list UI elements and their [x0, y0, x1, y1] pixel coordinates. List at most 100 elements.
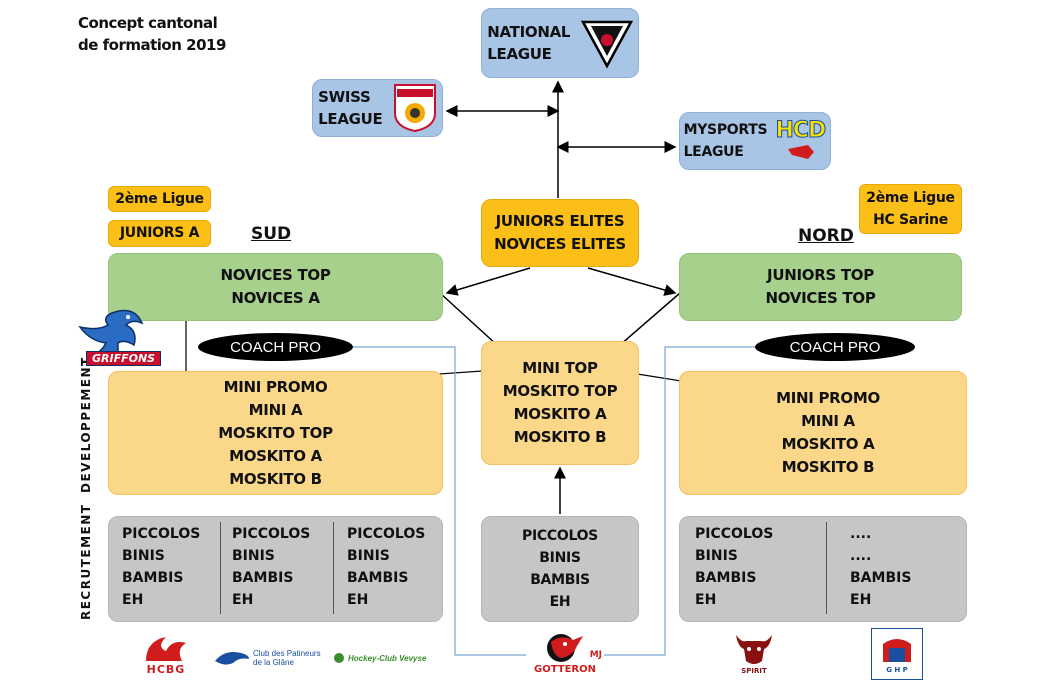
novices-elites-label: NOVICES ELITES [494, 235, 626, 253]
nord-green-box: JUNIORS TOP NOVICES TOP [679, 253, 962, 321]
sud-coach-pro-badge: COACH PRO [198, 333, 353, 361]
hcp-logo: G H P [871, 628, 923, 680]
glane-logo-line-1: Club des Patineurs [253, 649, 321, 658]
sud-moskito-top-label: MOSKITO TOP [218, 423, 333, 442]
centre-moskito-top-label: MOSKITO TOP [502, 382, 618, 400]
centre-eh: EH [549, 594, 571, 610]
nord-orange-box: MINI PROMO MINI A MOSKITO A MOSKITO B [679, 371, 967, 495]
griffon-icon [78, 309, 144, 365]
nord-col2-bambis: BAMBIS [850, 570, 912, 586]
gotteron-dragon-icon [547, 633, 583, 662]
nord-tag-2eme-ligue-label: 2ème Ligue [866, 190, 955, 206]
mysports-league-box: MYSPORTS LEAGUE HCD [679, 112, 831, 170]
national-league-logo [580, 20, 633, 69]
centre-mini-top-label: MINI TOP [522, 359, 598, 377]
nord-col1-binis: BINIS [695, 548, 738, 564]
sud-tag-2eme-ligue: 2ème Ligue [108, 186, 211, 212]
hcd-logo-text: HCD [775, 118, 827, 143]
hcbg-flame-icon [146, 636, 186, 661]
title-line-1: Concept cantonal [78, 14, 218, 32]
nord-grey-col-2: .... .... BAMBIS EH [850, 523, 911, 611]
hcp-logo-text: G H P [886, 666, 908, 674]
hcd-flag-icon [788, 145, 815, 159]
elites-box: JUNIORS ELITES NOVICES ELITES [481, 199, 639, 267]
nord-grey-col-1: PICCOLOS BINIS BAMBIS EH [695, 523, 773, 611]
swiss-league-line-1: SWISS [318, 88, 371, 106]
nord-novices-top-label: NOVICES TOP [765, 289, 876, 307]
centre-grey-box: PICCOLOS BINIS BAMBIS EH [481, 516, 639, 622]
swiss-league-box: SWISS LEAGUE [312, 79, 443, 137]
nord-heading: NORD [798, 226, 854, 246]
nord-mini-promo-label: MINI PROMO [776, 389, 880, 407]
sud-moskito-b-label: MOSKITO B [229, 469, 322, 488]
sud-col3-bambis: BAMBIS [347, 570, 409, 586]
sud-col1-piccolos: PICCOLOS [122, 526, 201, 542]
nord-col1-piccolos: PICCOLOS [695, 526, 774, 542]
swiss-league-logo [393, 84, 436, 133]
title-line-2: de formation 2019 [78, 36, 226, 54]
centre-binis: BINIS [539, 550, 581, 566]
sud-col2-piccolos: PICCOLOS [232, 526, 311, 542]
sud-grey-col-1: PICCOLOS BINIS BAMBIS EH [122, 523, 200, 611]
page-title: Concept cantonal de formation 2019 [78, 12, 226, 56]
centre-bambis: BAMBIS [530, 572, 590, 588]
glane-bird-icon [215, 652, 249, 665]
nord-col2-eh: EH [850, 592, 872, 608]
centre-moskito-b-label: MOSKITO B [513, 428, 607, 446]
centre-orange-box: MINI TOP MOSKITO TOP MOSKITO A MOSKITO B [481, 341, 639, 465]
vevey-logo: Hockey-Club Vevyse [333, 650, 441, 666]
sud-col3-piccolos: PICCOLOS [347, 526, 426, 542]
bull-head-icon [736, 635, 772, 664]
sud-col3-eh: EH [347, 592, 369, 608]
sud-mini-promo-label: MINI PROMO [223, 377, 328, 396]
sud-col2-eh: EH [232, 592, 254, 608]
swiss-league-line-2: LEAGUE [318, 110, 383, 128]
gotteron-logo-name: GOTTERON [534, 663, 596, 675]
gotteron-logo: GOTTERON MJ [526, 624, 604, 680]
sud-moskito-a-label: MOSKITO A [229, 446, 322, 465]
sud-tag-juniors-a: JUNIORS A [108, 220, 211, 247]
nord-moskito-b-label: MOSKITO B [781, 458, 875, 476]
sud-col2-binis: BINIS [232, 548, 275, 564]
sud-mini-a-label: MINI A [248, 400, 303, 419]
sud-coach-pro-label: COACH PRO [230, 338, 321, 356]
griffons-logo-text: GRIFFONS [86, 351, 162, 366]
hcbg-logo-text: HCBG [146, 662, 186, 676]
sud-col3-binis: BINIS [347, 548, 390, 564]
hcd-logo: HCD [774, 118, 827, 163]
sud-novices-top-label: NOVICES TOP [220, 266, 331, 284]
sud-grey-box [108, 516, 443, 622]
developpement-side-label: DEVELOPPEMENT [79, 356, 93, 493]
recrutement-side-label: RECRUTEMENT [79, 503, 93, 620]
nord-col1-bambis: BAMBIS [695, 570, 757, 586]
hcbg-logo: HCBG [138, 630, 194, 678]
nord-col1-eh: EH [695, 592, 717, 608]
sud-grey-divider-1 [220, 522, 221, 614]
vevey-logo-text: Hockey-Club Vevyse [348, 653, 427, 663]
mysports-league-line-1: MYSPORTS [683, 122, 768, 138]
nord-coach-pro-badge: COACH PRO [755, 333, 915, 361]
nord-tag-hc-sarine-label: HC Sarine [873, 212, 948, 228]
nord-col2-row2: .... [850, 548, 872, 564]
centre-moskito-a-label: MOSKITO A [513, 405, 607, 423]
national-league-line-1: NATIONAL [487, 23, 571, 41]
sud-green-box: NOVICES TOP NOVICES A [108, 253, 443, 321]
sud-orange-box: MINI PROMO MINI A MOSKITO TOP MOSKITO A … [108, 371, 443, 495]
sud-grey-col-2: PICCOLOS BINIS BAMBIS EH [232, 523, 310, 611]
sud-novices-a-label: NOVICES A [231, 289, 320, 307]
nord-grey-box [679, 516, 967, 622]
bulle-logo: SPIRIT [730, 626, 778, 678]
nord-coach-pro-label: COACH PRO [789, 338, 881, 356]
nord-mini-a-label: MINI A [801, 412, 855, 430]
nord-grey-divider [826, 522, 827, 614]
national-league-label: NATIONAL LEAGUE [487, 21, 570, 65]
glane-logo-text: Club des Patineurs de la Glâne [253, 649, 321, 667]
glane-logo: Club des Patineurs de la Glâne [213, 644, 323, 672]
glane-logo-line-2: de la Glâne [253, 658, 294, 667]
sud-grey-divider-2 [333, 522, 334, 614]
griffons-logo: GRIFFONS [72, 305, 172, 379]
gotteron-mj-badge: MJ [589, 650, 602, 660]
bulle-logo-text: SPIRIT [741, 667, 767, 675]
national-league-line-2: LEAGUE [487, 45, 552, 63]
centre-piccolos: PICCOLOS [522, 528, 598, 544]
